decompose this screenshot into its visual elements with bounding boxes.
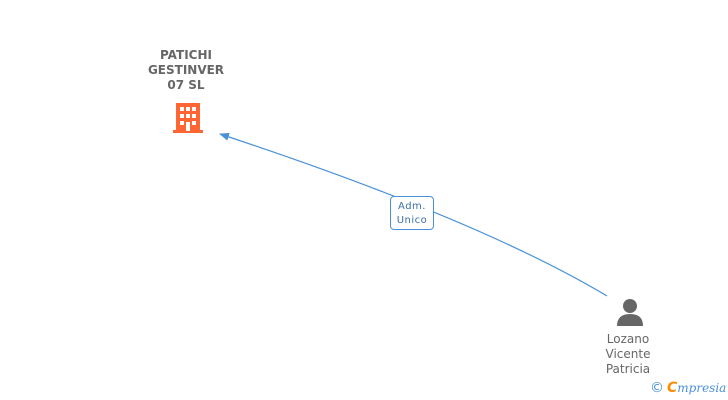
- brand-name: mpresia: [677, 381, 727, 395]
- company-name-line-2: GESTINVER: [147, 63, 225, 77]
- relation-label[interactable]: Adm. Unico: [390, 196, 434, 230]
- person-name-line-1: Lozano: [606, 332, 650, 346]
- company-name-line-1: PATICHI: [159, 48, 212, 62]
- copyright-symbol: ©: [650, 380, 664, 396]
- building-icon[interactable]: [171, 102, 205, 134]
- relation-label-line-2: Unico: [396, 215, 428, 226]
- company-name[interactable]: PATICHI GESTINVER 07 SL: [136, 48, 236, 93]
- person-icon[interactable]: [615, 297, 645, 327]
- empresia-logo: ©Cmpresia: [650, 380, 726, 398]
- person-name-line-2: Vicente: [605, 347, 651, 361]
- person-name[interactable]: Lozano Vicente Patricia: [590, 332, 666, 377]
- relation-edge: [219, 133, 608, 297]
- relation-label-line-1: Adm.: [398, 201, 426, 212]
- company-name-line-3: 07 SL: [167, 78, 205, 92]
- person-name-line-3: Patricia: [605, 362, 651, 376]
- brand-initial: C: [667, 380, 678, 396]
